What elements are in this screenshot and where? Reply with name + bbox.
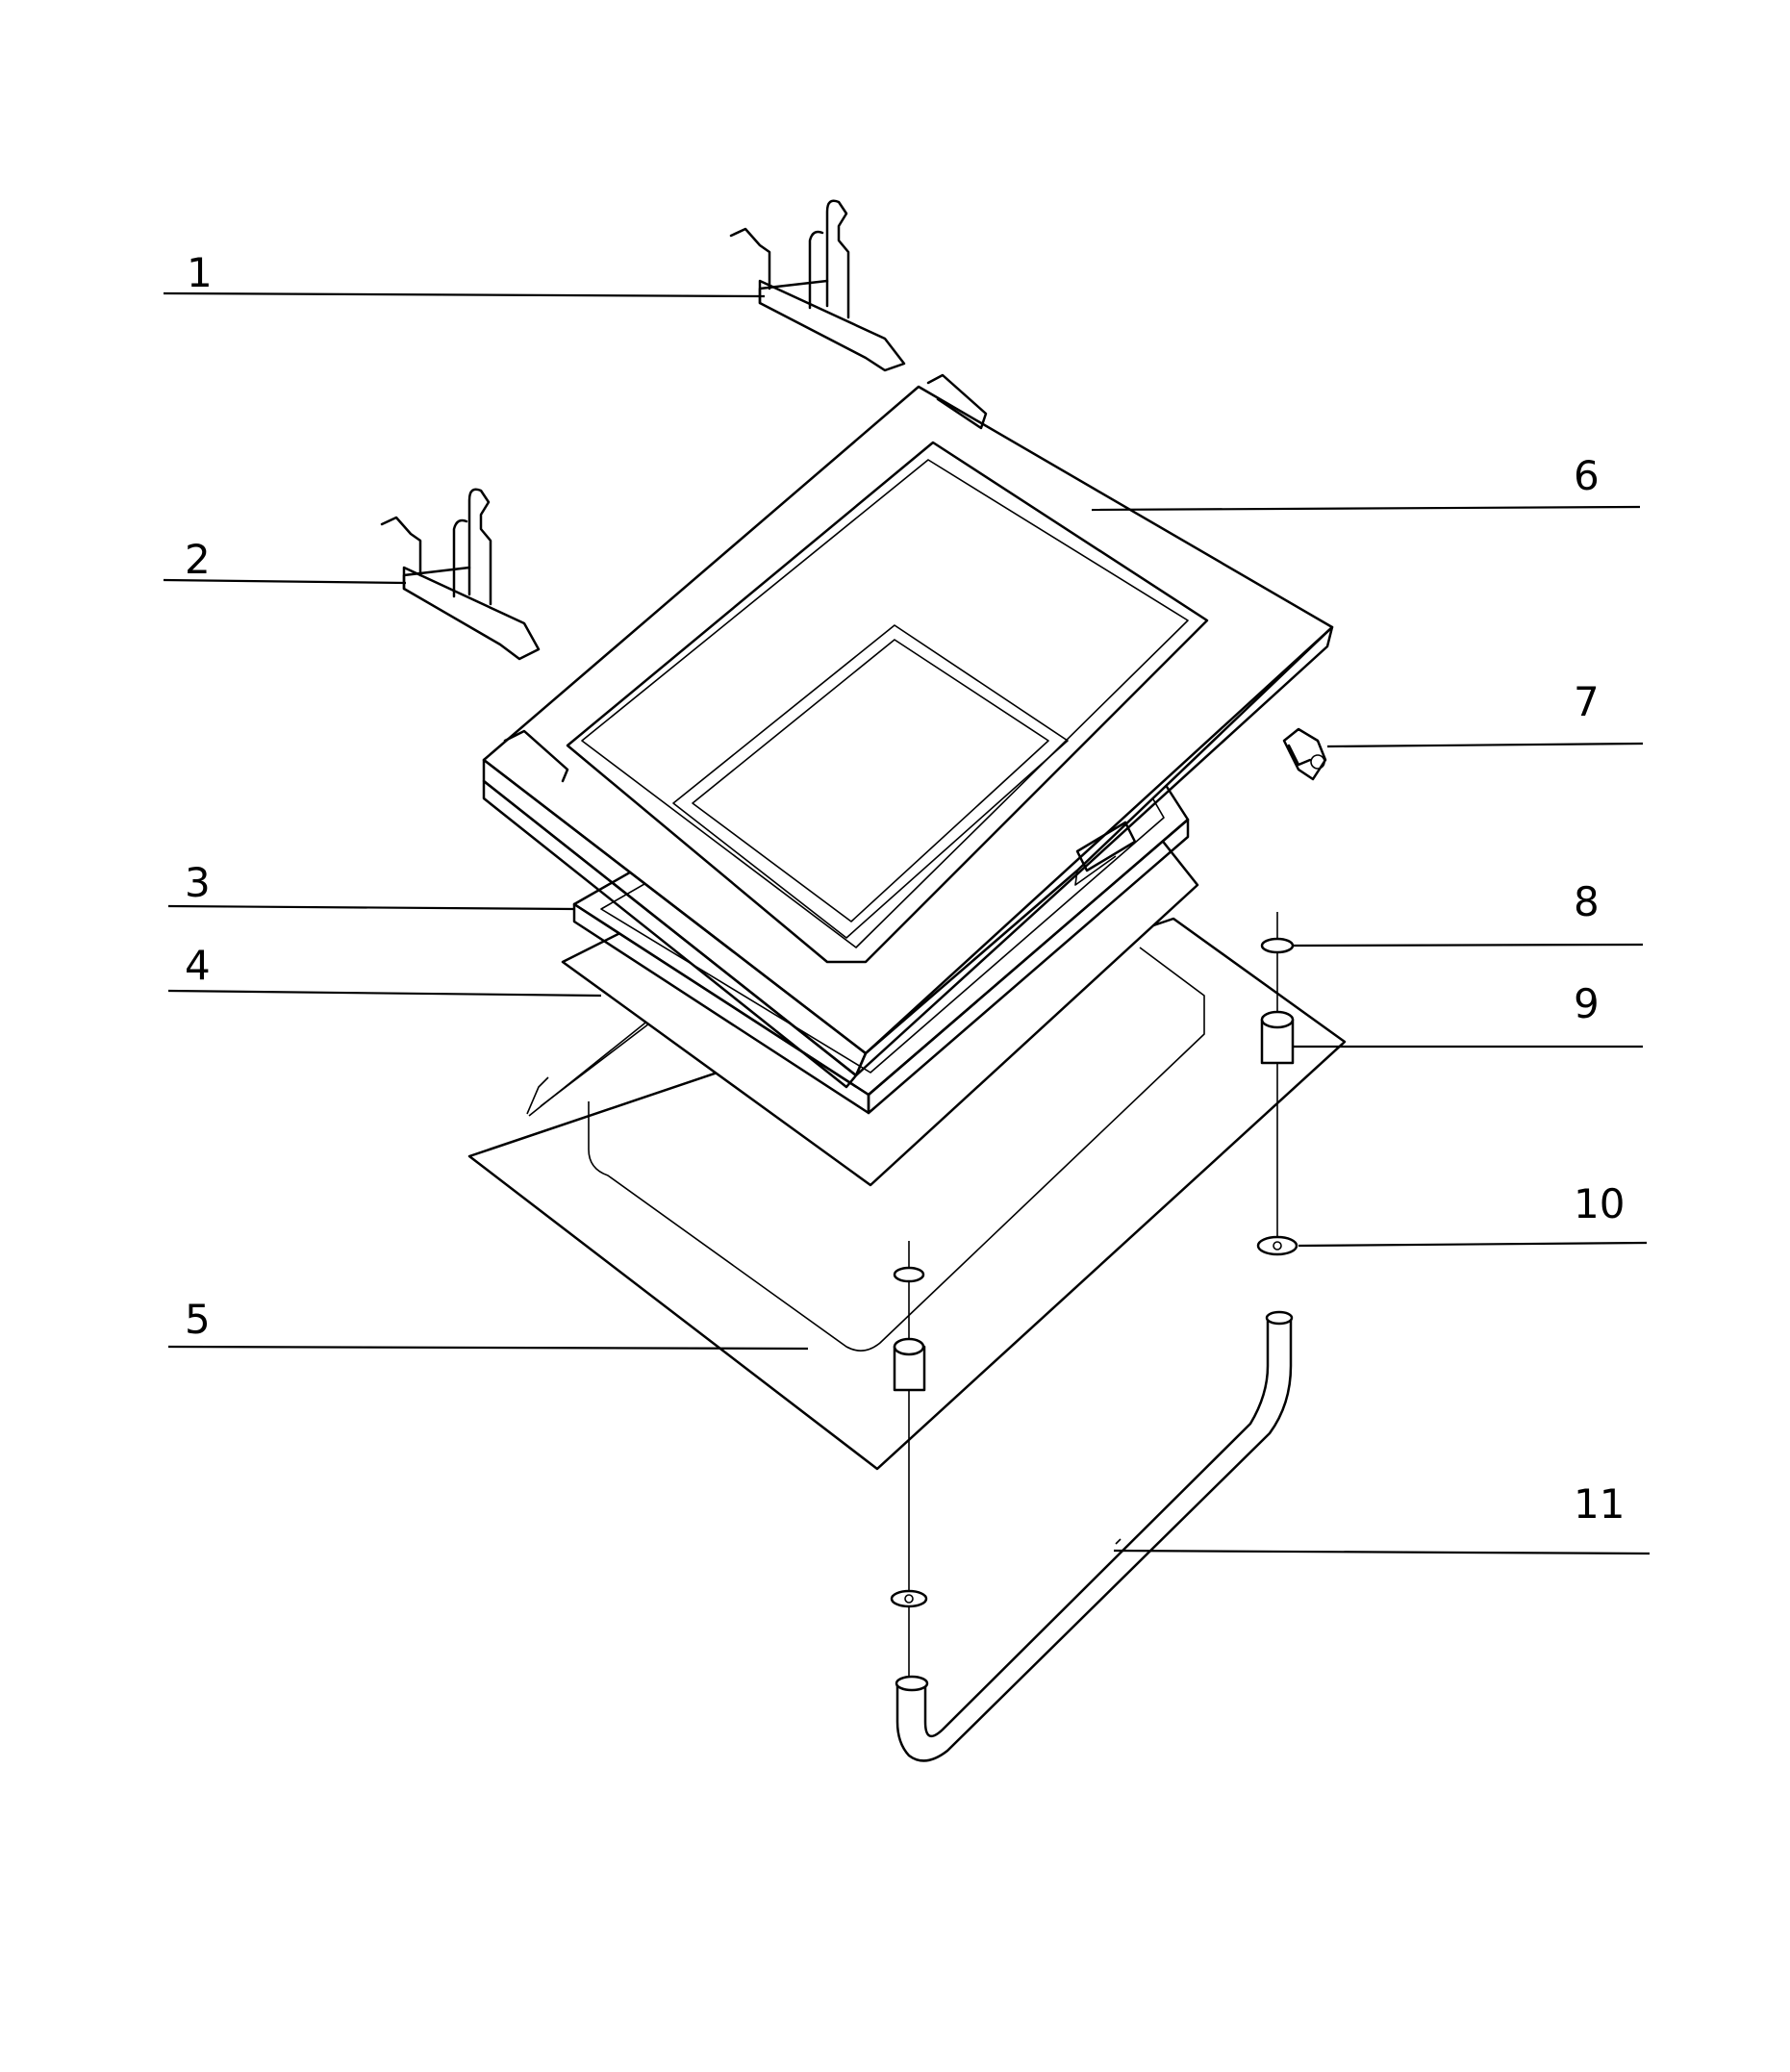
part-2-hinge-bracket [380, 488, 541, 661]
callout-label-10: 10 [1574, 1180, 1625, 1227]
right-hinge-assembly [1256, 912, 1298, 1256]
callout-label-3: 3 [185, 859, 211, 906]
part-11-handle [895, 1310, 1294, 1762]
callout-labels: 1 2 3 4 5 6 7 8 9 10 11 [185, 249, 1625, 1528]
callout-label-11: 11 [1574, 1480, 1625, 1528]
callout-label-7: 7 [1574, 678, 1600, 725]
leader-lines [163, 291, 1651, 1555]
leader-10 [1298, 1241, 1648, 1248]
leader-5 [167, 1345, 809, 1351]
leader-7 [1326, 742, 1644, 748]
callout-label-8: 8 [1574, 878, 1600, 925]
part-1-hinge-bracket [729, 199, 906, 372]
leader-2 [163, 578, 407, 585]
leader-6 [1091, 505, 1641, 512]
part-7-clip [1282, 727, 1327, 781]
callout-label-4: 4 [185, 942, 211, 989]
callout-label-1: 1 [187, 249, 213, 296]
callout-label-6: 6 [1574, 452, 1600, 499]
callout-label-9: 9 [1574, 980, 1600, 1027]
part-6-door-frame [482, 373, 1334, 1089]
callout-label-5: 5 [185, 1296, 211, 1343]
leader-8 [1293, 943, 1644, 948]
leader-3 [167, 904, 576, 911]
leader-1 [163, 291, 766, 298]
left-hinge-assembly [890, 1241, 928, 1683]
callout-label-2: 2 [185, 536, 211, 583]
leader-4 [167, 989, 602, 998]
leader-11 [1113, 1549, 1651, 1555]
